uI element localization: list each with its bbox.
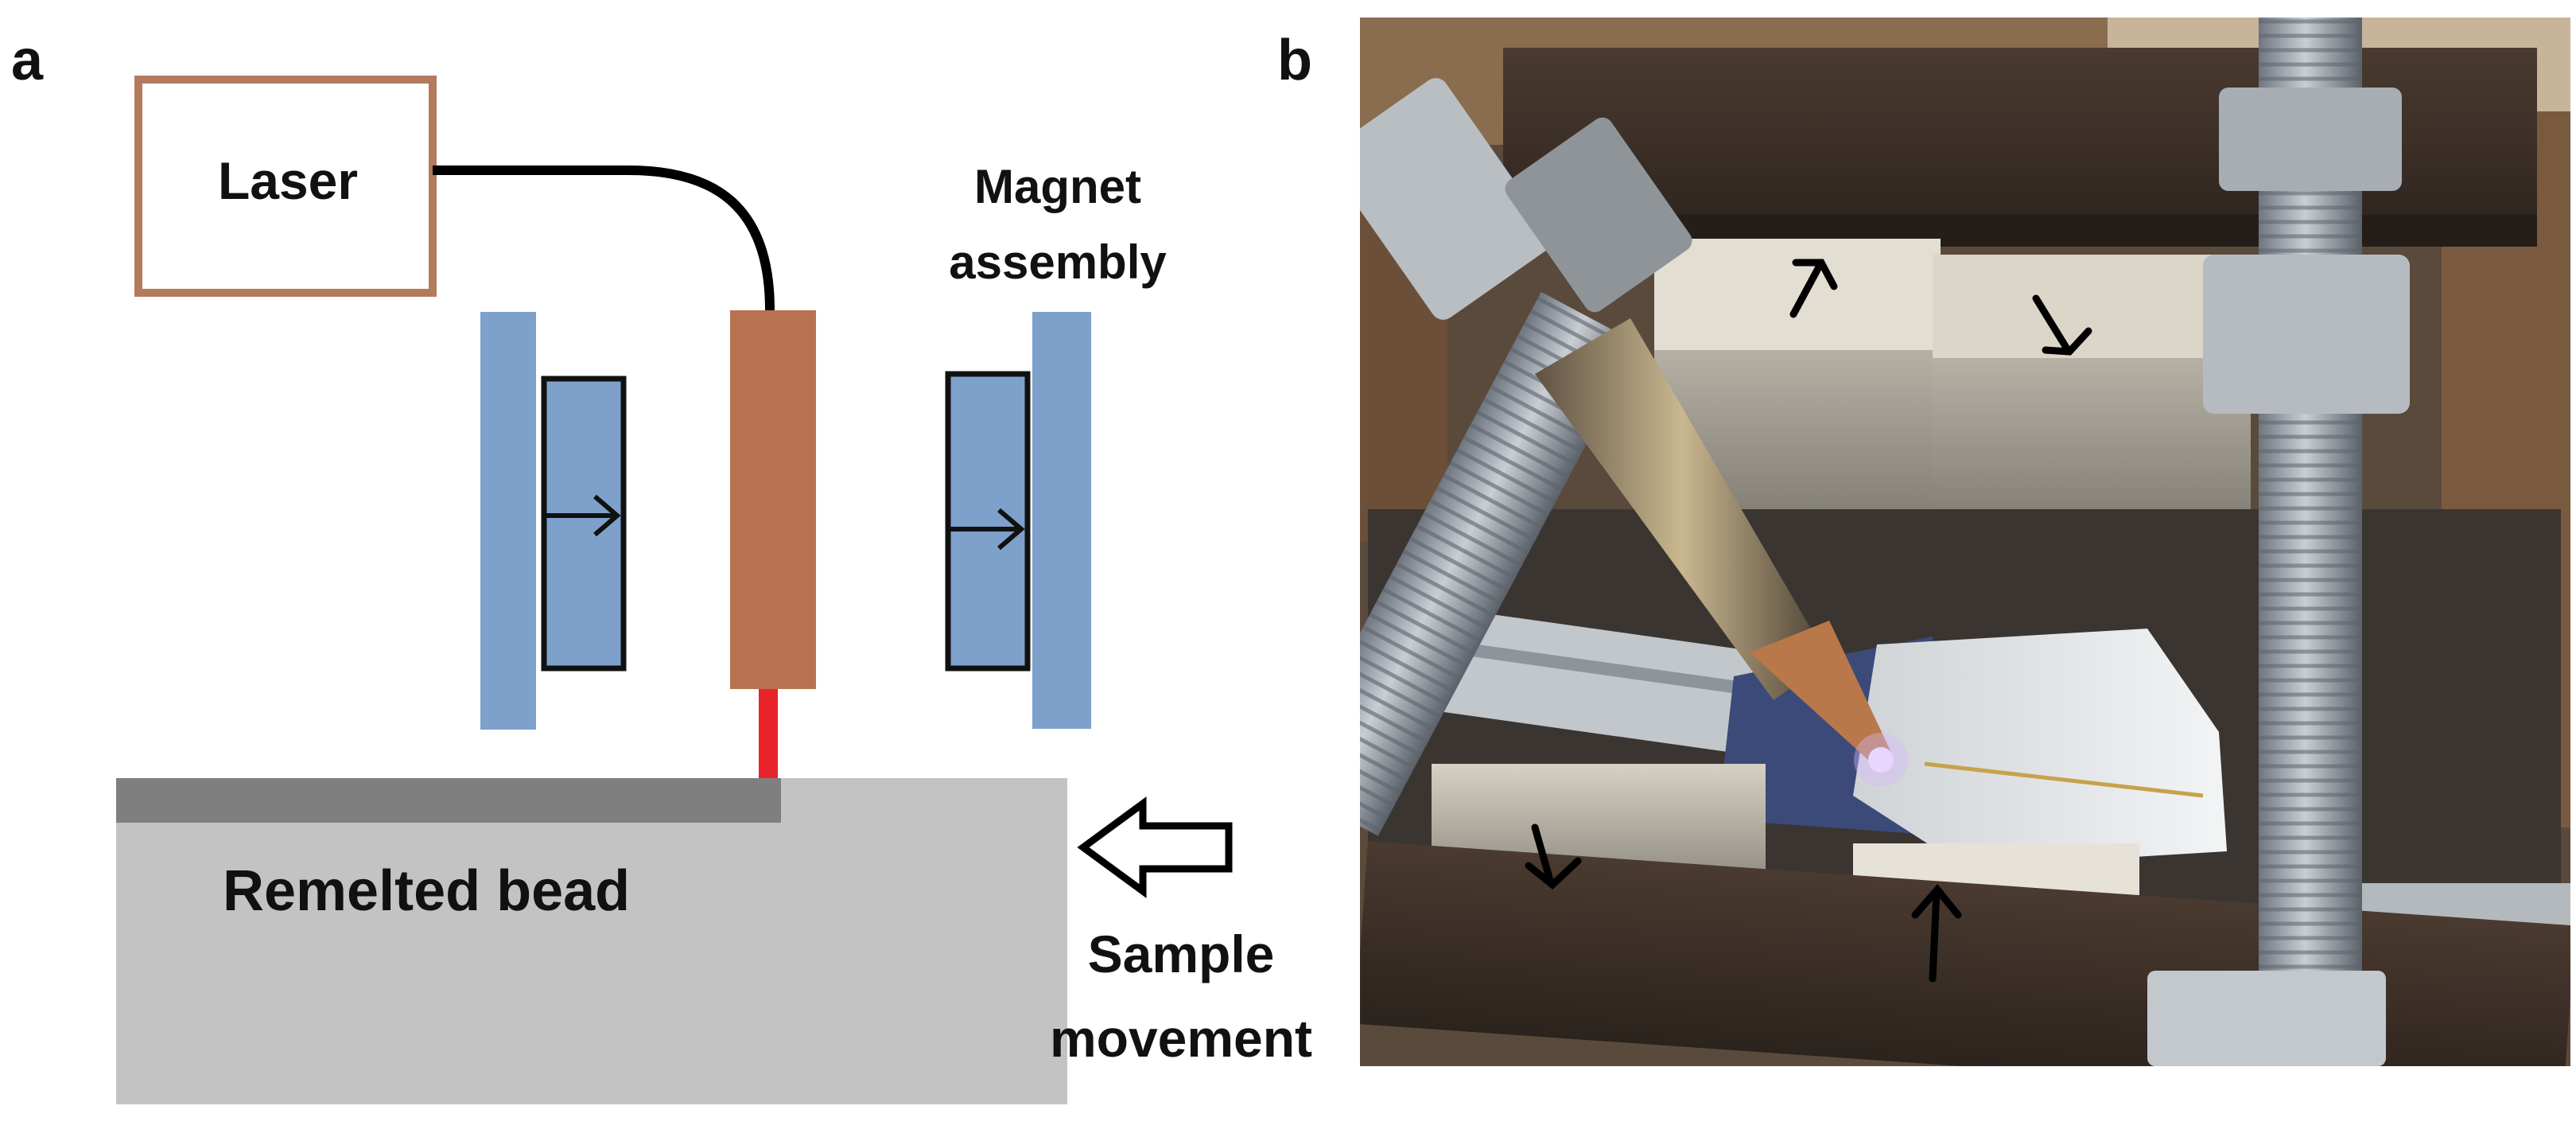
- left-yoke-plate: [480, 312, 536, 730]
- right-magnet-block: [945, 371, 1031, 672]
- rod-nut-middle: [2203, 255, 2410, 414]
- panel-a-label: a: [11, 29, 44, 92]
- photo-arrow-icon: [1789, 259, 1838, 318]
- laser-nozzle: [730, 310, 816, 689]
- laser-spot: [1868, 747, 1894, 773]
- laser-box: [134, 76, 437, 297]
- setup-photo: [1360, 18, 2570, 1066]
- laser-label: Laser: [218, 151, 358, 210]
- laser-beam: [759, 689, 778, 783]
- field-arrow-icon: [546, 494, 621, 537]
- right-yoke-plate: [1032, 312, 1091, 729]
- field-arrow-icon: [950, 508, 1025, 551]
- sample-movement-label-line1: Sample: [1088, 925, 1275, 983]
- rod-nut-bottom: [2147, 971, 2386, 1066]
- photo-arrow-icon: [2032, 294, 2092, 356]
- magnet-assembly-label-line1: Magnet: [974, 160, 1141, 213]
- optical-fiber: [433, 165, 775, 311]
- sample-movement-label-line2: movement: [1050, 1009, 1312, 1068]
- panel-b: b: [1277, 18, 2570, 1066]
- panel-a: a Laser Magnet assembly: [11, 29, 1312, 1104]
- panel-b-label: b: [1277, 29, 1312, 92]
- photo-arrow-icon: [1911, 884, 1962, 983]
- movement-arrow-icon: [1077, 796, 1233, 898]
- rod-nut-top: [2219, 88, 2402, 191]
- left-magnet-block: [541, 376, 627, 672]
- remelted-bead-label: Remelted bead: [223, 859, 630, 923]
- right-magnet: [945, 312, 1091, 729]
- photo-nozzle: [1535, 318, 1829, 700]
- aluminium-sample: [1853, 629, 2227, 867]
- nozzle-holder: [1360, 78, 1553, 320]
- substrate-block: [116, 778, 1067, 1104]
- magnet-assembly-label-line2: assembly: [949, 236, 1167, 289]
- left-magnet: [480, 312, 627, 730]
- remelted-track: [116, 778, 781, 823]
- photo-arrow-icon: [1525, 823, 1582, 890]
